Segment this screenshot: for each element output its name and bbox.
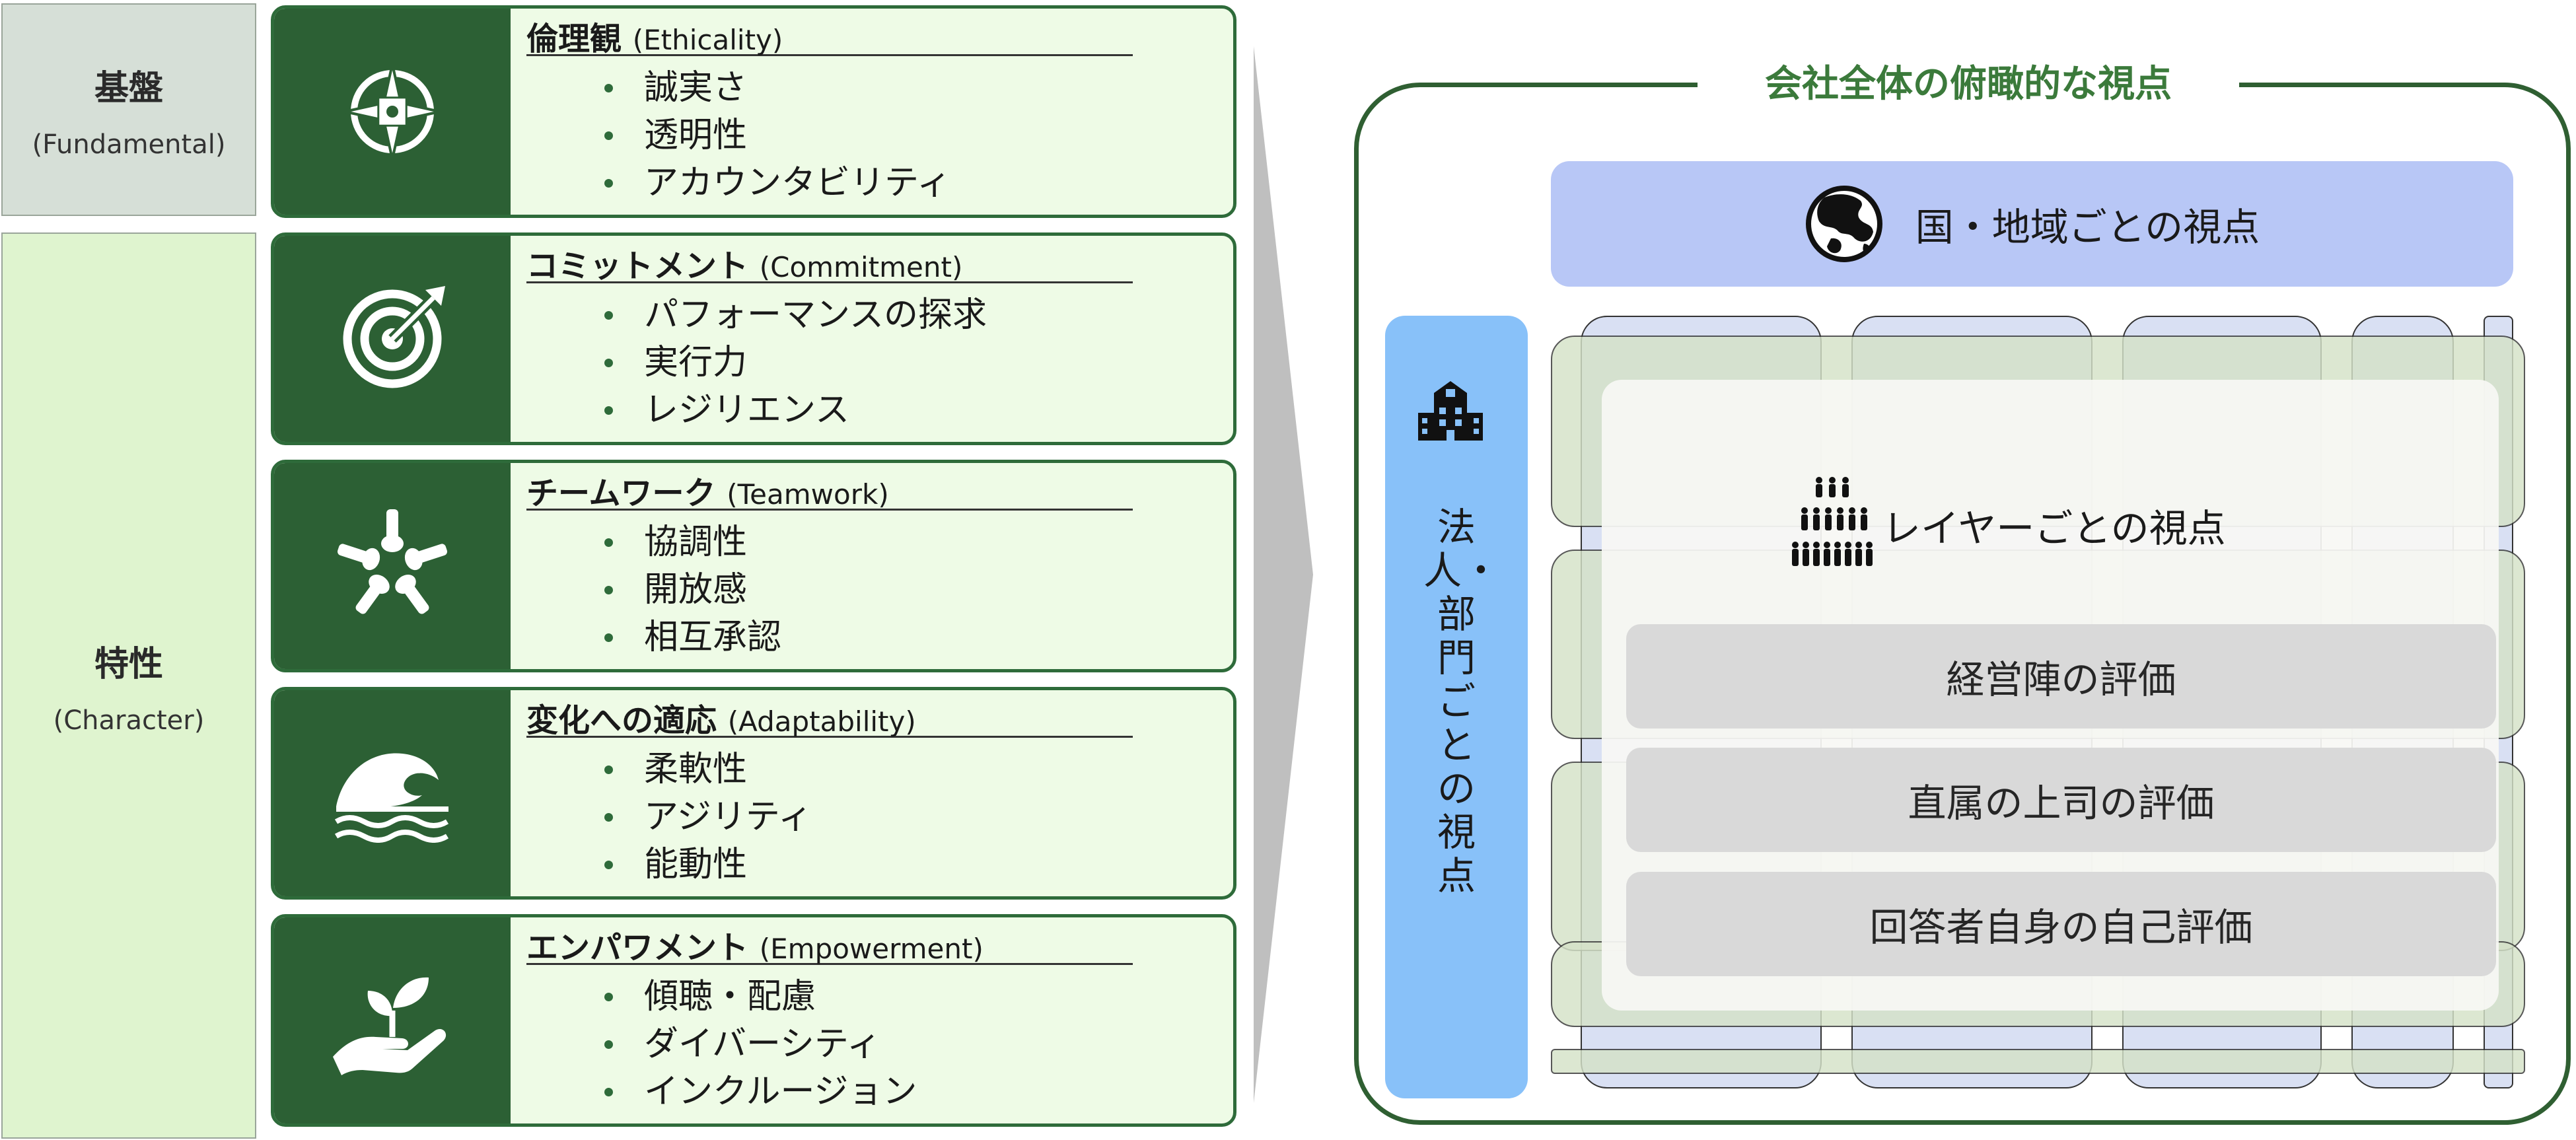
card-icon-area xyxy=(274,9,511,215)
hands-circle-icon xyxy=(337,509,448,614)
corporate-perspective-label: 法人・部門ごとの視点 xyxy=(1423,505,1501,898)
card-title: 変化への適応 (Adaptability) xyxy=(526,694,1133,739)
frame-title-mask xyxy=(1698,65,2239,104)
value-card-ethicality: 倫理観 (Ethicality) 誠実さ 透明性 アカウンタビリティ xyxy=(271,5,1236,218)
card-item-list: 柔軟性 アジリティ 能動性 xyxy=(604,746,812,888)
target-icon xyxy=(343,286,445,388)
people-group-icon xyxy=(1792,477,1873,566)
list-item: 誠実さ xyxy=(604,64,951,112)
card-icon-area xyxy=(274,236,511,442)
layer-perspective-header: レイヤーごとの視点 xyxy=(1790,476,2226,575)
country-perspective-bar: 国・地域ごとの視点 xyxy=(1551,161,2513,287)
list-item: 能動性 xyxy=(604,841,812,888)
card-item-list: パフォーマンスの探求 実行力 レジリエンス xyxy=(604,291,987,434)
value-card-empowerment: エンパワメント (Empowerment) 傾聴・配慮 ダイバーシティ インクル… xyxy=(271,914,1236,1127)
grid-row xyxy=(1551,1049,2525,1074)
category-subtitle: (Fundamental) xyxy=(32,129,226,160)
category-name: 特性 xyxy=(94,644,163,684)
evaluation-self: 回答者自身の自己評価 xyxy=(1626,872,2496,976)
wave-icon xyxy=(334,753,449,843)
list-item: 柔軟性 xyxy=(604,746,812,793)
card-item-list: 協調性 開放感 相互承認 xyxy=(604,518,781,661)
card-title: 倫理観 (Ethicality) xyxy=(526,13,1133,57)
value-card-commitment: コミットメント (Commitment) パフォーマンスの探求 実行力 レジリエ… xyxy=(271,232,1236,445)
hand-plant-icon xyxy=(333,977,447,1075)
list-item: ダイバーシティ xyxy=(604,1020,917,1068)
list-item: インクルージョン xyxy=(604,1068,917,1116)
globe-icon xyxy=(1805,186,1882,262)
compass-icon xyxy=(344,63,441,160)
perspective-title: 会社全体の俯瞰的な視点 xyxy=(1765,63,2172,106)
category-character: 特性 (Character) xyxy=(1,232,256,1139)
country-perspective-label: 国・地域ごとの視点 xyxy=(1915,205,2260,250)
building-icon xyxy=(1418,381,1483,441)
value-card-adaptability: 変化への適応 (Adaptability) 柔軟性 アジリティ 能動性 xyxy=(271,687,1236,900)
card-item-list: 誠実さ 透明性 アカウンタビリティ xyxy=(604,64,951,207)
card-icon-area xyxy=(274,690,511,896)
category-name: 基盤 xyxy=(94,68,163,108)
card-title: チームワーク (Teamwork) xyxy=(526,467,1133,512)
card-icon-area xyxy=(274,463,511,669)
list-item: 透明性 xyxy=(604,112,951,159)
list-item: 実行力 xyxy=(604,339,987,386)
list-item: 協調性 xyxy=(604,518,781,566)
value-card-teamwork: チームワーク (Teamwork) 協調性 開放感 相互承認 xyxy=(271,460,1236,672)
list-item: 開放感 xyxy=(604,566,781,614)
category-subtitle: (Character) xyxy=(53,705,205,736)
evaluation-executives: 経営陣の評価 xyxy=(1626,624,2496,729)
list-item: アカウンタビリティ xyxy=(604,159,951,207)
list-item: アジリティ xyxy=(604,793,812,841)
evaluation-direct-supervisor: 直属の上司の評価 xyxy=(1626,748,2496,852)
card-icon-area xyxy=(274,917,511,1123)
list-item: パフォーマンスの探求 xyxy=(604,291,987,339)
card-title: エンパワメント (Empowerment) xyxy=(526,921,1133,966)
card-item-list: 傾聴・配慮 ダイバーシティ インクルージョン xyxy=(604,973,917,1116)
chevron-connector xyxy=(1254,46,1313,1103)
layer-perspective-label: レイヤーごとの視点 xyxy=(1882,506,2226,551)
list-item: 相互承認 xyxy=(604,614,781,661)
list-item: レジリエンス xyxy=(604,386,987,434)
list-item: 傾聴・配慮 xyxy=(604,973,917,1020)
category-fundamental: 基盤 (Fundamental) xyxy=(1,3,256,216)
corporate-perspective-bar xyxy=(1385,316,1528,1098)
card-title: コミットメント (Commitment) xyxy=(526,240,1133,285)
